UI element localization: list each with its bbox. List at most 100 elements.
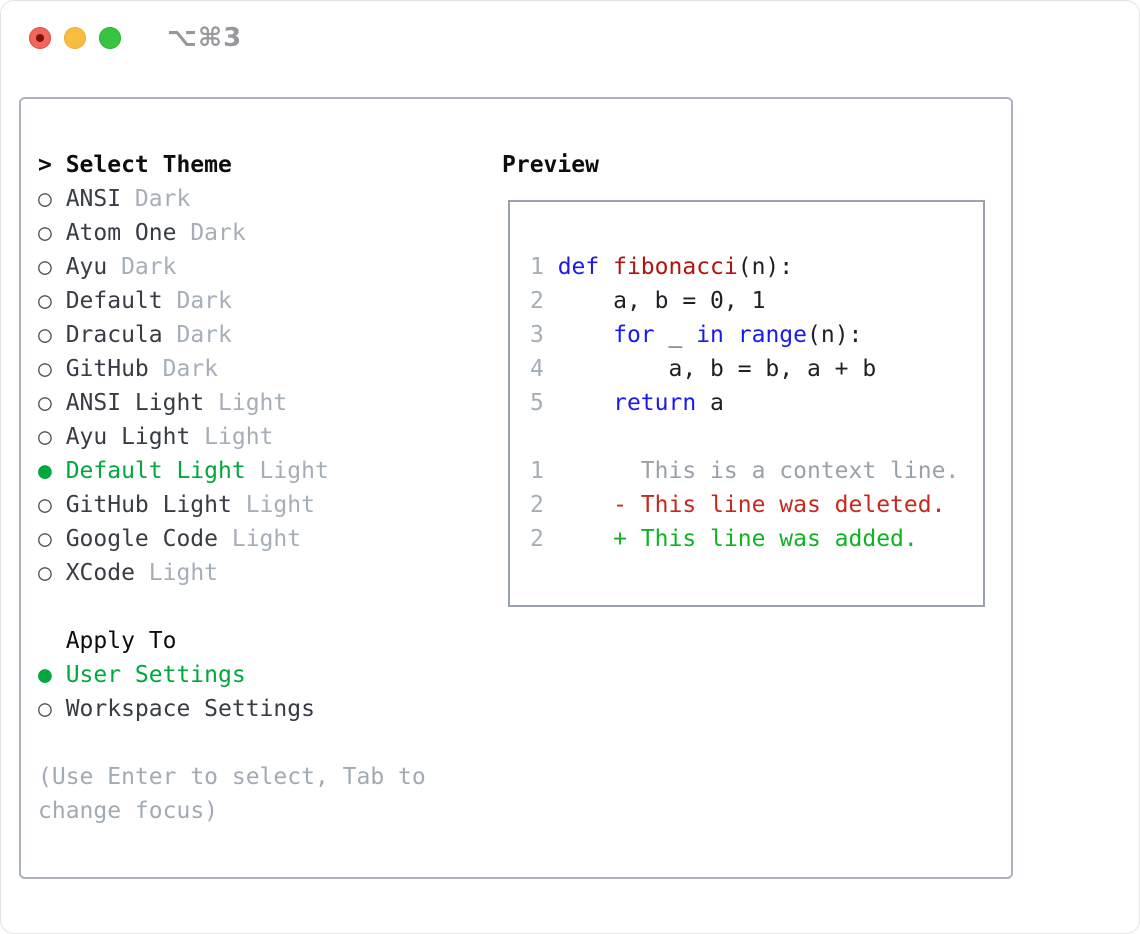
theme-picker-panel: >Select Theme ○ANSI Dark○Atom One Dark○A… [19, 97, 1013, 879]
diff-line: 2 - This line was deleted. [530, 488, 983, 522]
theme-variant-badge: Dark [148, 356, 219, 382]
theme-option-github-light[interactable]: ○GitHub Light Light [38, 488, 426, 522]
radio-icon: ○ [38, 560, 52, 586]
code-token [558, 390, 613, 416]
theme-option-label: Ayu Light [65, 424, 191, 450]
theme-option-label: XCode [65, 560, 135, 586]
theme-option-ayu-light[interactable]: ○Ayu Light Light [38, 420, 426, 454]
theme-variant-badge: Light [204, 390, 288, 416]
theme-option-xcode[interactable]: ○ XCode Light [38, 556, 426, 590]
code-token: This is a context line. [557, 458, 960, 484]
code-token: a, b = b, a + b [557, 356, 877, 382]
code-line: 5 return a [530, 386, 983, 420]
preview-diff-block: 1 This is a context line.2 - This line w… [530, 454, 983, 556]
theme-option-label: Default [65, 288, 163, 314]
code-token [558, 492, 613, 518]
code-token [558, 526, 613, 552]
theme-option-label: ANSI Light [65, 390, 205, 416]
theme-option-default-light[interactable]: ● Default Light Light [38, 454, 426, 488]
line-number: 2 [530, 492, 558, 518]
spacer [38, 726, 426, 760]
theme-variant-badge: Dark [162, 322, 232, 348]
theme-option-label: Google Code [65, 526, 219, 552]
close-button[interactable] [29, 27, 51, 49]
code-token: in [696, 322, 724, 348]
theme-variant-badge: Dark [176, 220, 246, 246]
radio-icon: ○ [38, 492, 52, 518]
theme-variant-badge: Dark [107, 254, 177, 280]
theme-option-default[interactable]: ○ Default Dark [38, 284, 426, 318]
radio-selected-icon: ● [38, 458, 52, 484]
radio-icon: ○ [38, 322, 52, 348]
code-token: + This line was added. [613, 526, 918, 552]
diff-line: 2 + This line was added. [530, 522, 983, 556]
theme-variant-badge: Light [134, 560, 219, 586]
theme-variant-badge: Dark [162, 288, 232, 314]
radio-selected-icon: ● [38, 662, 52, 688]
apply-option-user-settings[interactable]: ● User Settings [38, 658, 426, 692]
code-token: for [613, 322, 655, 348]
spacer [38, 590, 426, 624]
code-token: _ [654, 322, 697, 348]
code-token [558, 322, 613, 348]
diff-line: 1 This is a context line. [530, 454, 983, 488]
line-number: 4 [530, 356, 558, 382]
theme-option-ayu[interactable]: ○Ayu Dark [38, 250, 426, 284]
select-theme-header: >Select Theme [38, 148, 426, 182]
apply-to-header-label: Apply To [65, 628, 177, 654]
line-number: 3 [530, 322, 558, 348]
apply-to-indent [38, 624, 66, 658]
line-number: 5 [530, 390, 558, 416]
theme-option-label: ANSI [65, 186, 122, 212]
code-token: (n): [737, 254, 794, 280]
theme-option-label: GitHub Light [65, 492, 232, 518]
close-button-dot-icon [36, 34, 44, 42]
code-token: - This line was deleted. [613, 492, 946, 518]
line-number: 2 [530, 288, 558, 314]
apply-to-header: Apply To [38, 624, 426, 658]
code-token: a [696, 390, 724, 416]
theme-option-dracula[interactable]: ○ Dracula Dark [38, 318, 426, 352]
code-token [724, 322, 738, 348]
radio-icon: ○ [38, 696, 52, 722]
theme-option-label: Atom One [65, 220, 177, 246]
focus-caret-icon: > [38, 152, 52, 178]
line-number: 2 [530, 526, 558, 552]
apply-option-label: User Settings [65, 662, 246, 688]
code-token [599, 254, 613, 280]
theme-variant-badge: Light [218, 526, 302, 552]
code-token: range [737, 322, 807, 348]
theme-picker-left-column: >Select Theme ○ANSI Dark○Atom One Dark○A… [38, 148, 426, 828]
theme-option-label: Default Light [65, 458, 246, 484]
code-token: a, b = 0, 1 [557, 288, 766, 314]
line-number: 1 [530, 458, 558, 484]
code-token: return [613, 390, 697, 416]
zoom-button[interactable] [99, 27, 121, 49]
theme-option-ansi[interactable]: ○ANSI Dark [38, 182, 426, 216]
theme-option-ansi-light[interactable]: ○ANSI Light Light [38, 386, 426, 420]
theme-option-google-code[interactable]: ○ Google Code Light [38, 522, 426, 556]
titlebar: ⌥⌘3 [0, 0, 1140, 76]
theme-option-label: Dracula [65, 322, 163, 348]
radio-icon: ○ [38, 254, 52, 280]
theme-option-github[interactable]: ○ GitHub Dark [38, 352, 426, 386]
radio-icon: ○ [38, 526, 52, 552]
window-title: ⌥⌘3 [167, 23, 243, 53]
help-text-line: change focus) [38, 798, 219, 824]
code-token: def [557, 254, 600, 280]
preview-header: Preview [502, 152, 599, 178]
apply-option-workspace-settings[interactable]: ○Workspace Settings [38, 692, 426, 726]
code-token: (n): [807, 322, 863, 348]
theme-option-label: GitHub [65, 356, 149, 382]
theme-list: ○ANSI Dark○Atom One Dark○Ayu Dark○Defaul… [38, 182, 426, 590]
minimize-button[interactable] [64, 27, 86, 49]
radio-icon: ○ [38, 288, 52, 314]
radio-icon: ○ [38, 186, 52, 212]
theme-option-atom-one[interactable]: ○Atom One Dark [38, 216, 426, 250]
radio-icon: ○ [38, 356, 52, 382]
theme-variant-badge: Light [245, 458, 329, 484]
code-line: 1 def fibonacci(n): [530, 250, 983, 284]
